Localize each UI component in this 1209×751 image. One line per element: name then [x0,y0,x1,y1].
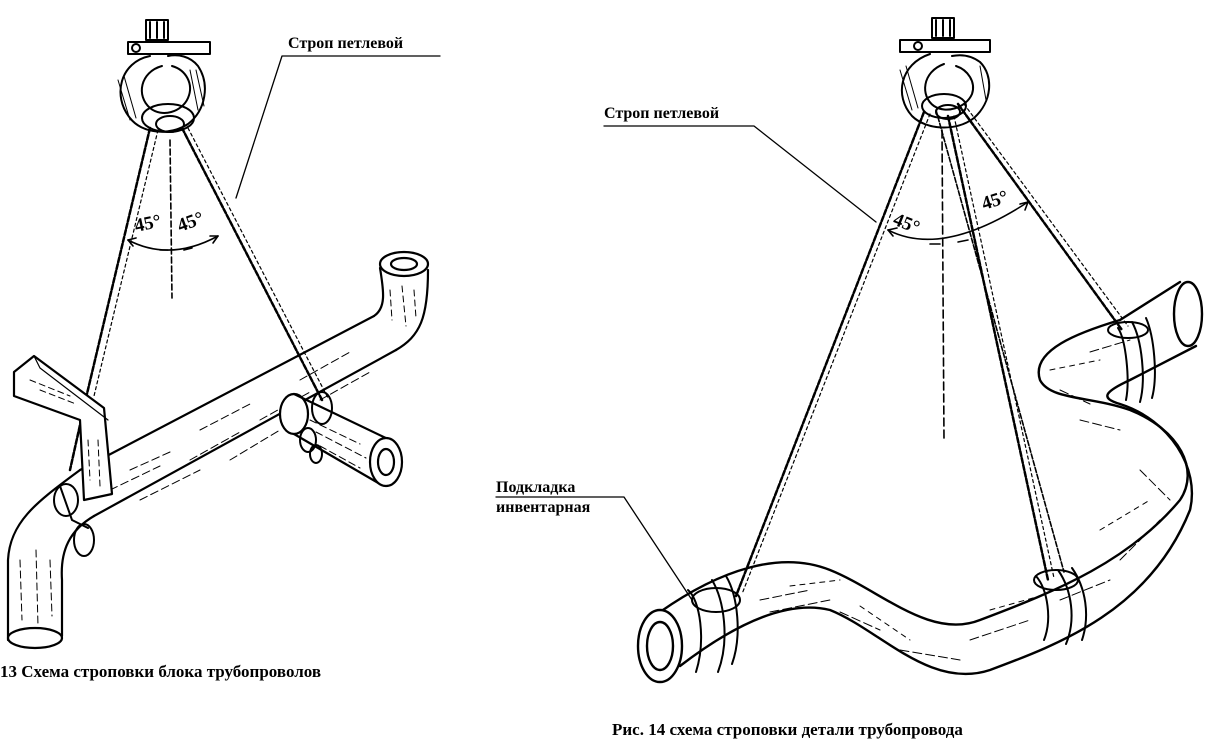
fig14-crane-hook-icon [899,17,991,129]
fig14-angle-left-label: 45° [890,209,923,238]
fig13-main-pipe [78,314,398,518]
fig14-angle-right-label: 45° [979,187,1011,215]
fig13-caption: 13 Схема строповки блока трубопроволов [0,662,322,681]
fig13-angle-right-label: 45° [175,208,207,237]
fig14-clamp-middle [1033,567,1088,645]
fig13-clamp-right [299,391,333,464]
fig13-angle-arc [127,139,219,299]
fig14-pad-leader [495,496,693,601]
fig14-sling-legs [734,102,1129,598]
fig14-diagram [495,17,1204,684]
fig14-s-pipe [636,280,1204,684]
fig13-left-stub [12,354,114,502]
fig13-sling-leader [235,55,441,199]
fig14-clamp-left [687,575,741,673]
fig14-clamp-right [1107,317,1156,403]
fig14-sling-leader [603,125,877,223]
fig13-angle-left-label: 45° [133,211,163,237]
fig13-lower-elbow [6,468,96,650]
fig13-branch-pipe [278,392,404,488]
fig13-diagram [6,19,441,650]
fig14-pad-label-line2: инвентарная [496,499,591,516]
fig14-caption: Рис. 14 схема строповки детали трубопров… [612,720,963,739]
fig13-sling-right [180,126,329,402]
fig13-crane-hook-icon [117,19,211,133]
fig14-angle-arc [887,129,1029,441]
fig13-riser-elbow [372,250,430,352]
fig13-sling-label: Строп петлевой [288,35,404,52]
fig14-pad-label-line1: Подкладка [496,479,576,496]
fig13-clamp-left [53,483,95,557]
fig14-sling-label: Строп петлевой [604,105,720,122]
